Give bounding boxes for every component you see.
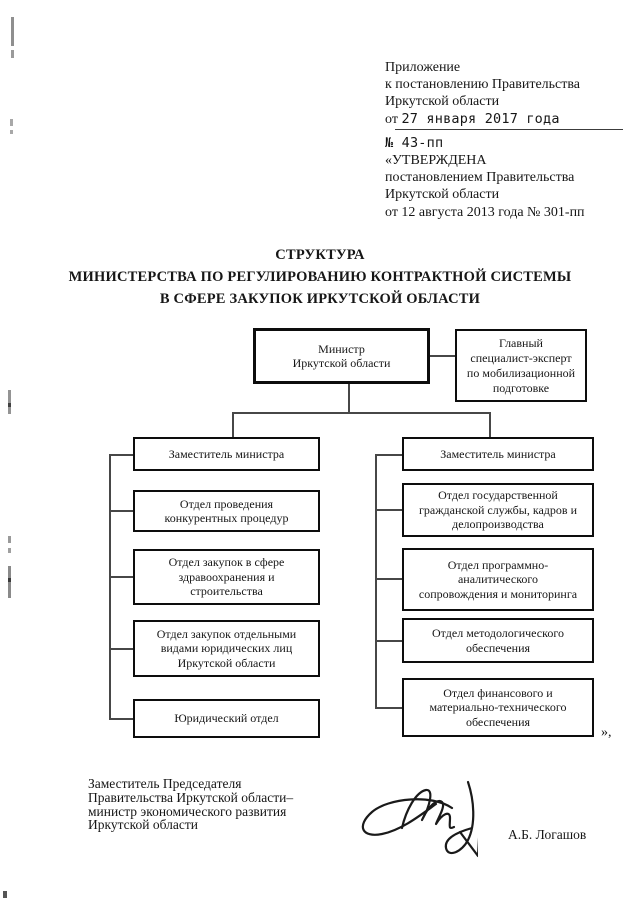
org-box-methodology: Отдел методологического обеспечения <box>402 618 594 663</box>
signatory-position: Заместитель Председателя Правительства И… <box>88 777 293 832</box>
connector-left-stub <box>109 510 133 512</box>
connector-right-stub <box>375 509 402 511</box>
signoff-line: министр экономического развития <box>88 803 287 819</box>
signoff-line: Правительства Иркутской области– <box>88 789 294 805</box>
org-box-civil-service-hr: Отдел государственной гражданской службы… <box>402 483 594 537</box>
connector-right-stub <box>375 578 402 580</box>
connector-left-stub <box>109 454 133 456</box>
header-line: к постановлению Правительства <box>385 77 581 93</box>
scan-artifact <box>10 130 13 134</box>
connector-left-trunk <box>109 454 111 719</box>
org-box-deputy-minister-right: Заместитель министра <box>402 437 594 471</box>
header-line: Иркутской области <box>385 94 500 110</box>
connector-right-stub <box>375 454 402 456</box>
org-box-legal-entities-procurement: Отдел закупок отдельными видами юридичес… <box>133 620 320 677</box>
org-box-minister: Министр Иркутской области <box>253 328 430 384</box>
title-line: МИНИСТЕРСТВА ПО РЕГУЛИРОВАНИЮ КОНТРАКТНО… <box>68 269 572 285</box>
connector-left-stub <box>109 718 133 720</box>
scan-artifact <box>8 566 11 598</box>
scan-artifact <box>10 119 13 126</box>
connector-minister-down <box>348 384 350 413</box>
document-title: СТРУКТУРА МИНИСТЕРСТВА ПО РЕГУЛИРОВАНИЮ … <box>30 244 610 310</box>
org-box-competitive-procedures: Отдел проведения конкурентных процедур <box>133 490 320 532</box>
header-line: «УТВЕРЖДЕНА <box>385 153 487 169</box>
header-line: Иркутской области <box>385 187 500 203</box>
org-box-chief-specialist: Главный специалист-эксперт по мобилизаци… <box>455 329 587 402</box>
typed-date-value: 27 января 2017 года <box>401 110 560 127</box>
scan-artifact <box>11 50 14 58</box>
scan-artifact <box>11 17 14 46</box>
scan-artifact <box>8 548 11 553</box>
closing-quote-mark: », <box>601 725 612 740</box>
header-date-line: от 27 января 2017 года <box>385 111 637 128</box>
signatory-name: А.Б. Логашов <box>508 827 587 842</box>
header-line: от 12 августа 2013 года № 301-пп <box>385 204 585 220</box>
signoff-line: Иркутской области <box>88 817 199 833</box>
org-box-program-analytics: Отдел программно- аналитического сопрово… <box>402 548 594 611</box>
connector-right-stub <box>375 707 402 709</box>
date-prefix: от <box>385 111 398 127</box>
scan-artifact <box>8 578 11 582</box>
typed-document-number: № 43-пп <box>385 134 444 151</box>
connector-drop-left <box>232 412 234 437</box>
connector-horizontal-span <box>232 412 490 414</box>
header-line: Приложение <box>385 60 461 75</box>
connector-left-stub <box>109 648 133 650</box>
title-line: СТРУКТУРА <box>275 247 365 263</box>
connector-drop-right <box>489 412 491 437</box>
connector-minister-specialist <box>430 355 455 357</box>
org-box-health-construction-procurement: Отдел закупок в сфере здравоохранения и … <box>133 549 320 605</box>
title-line: В СФЕРЕ ЗАКУПОК ИРКУТСКОЙ ОБЛАСТИ <box>159 291 481 307</box>
scan-artifact <box>8 390 11 414</box>
org-box-deputy-minister-left: Заместитель министра <box>133 437 320 471</box>
document-header: Приложение к постановлению Правительства… <box>385 59 637 221</box>
connector-right-stub <box>375 640 402 642</box>
connector-right-trunk <box>375 454 377 708</box>
signoff-line: Заместитель Председателя <box>88 776 242 791</box>
connector-left-stub <box>109 576 133 578</box>
scan-artifact <box>8 536 11 543</box>
scan-artifact <box>8 403 11 407</box>
scan-artifact <box>3 891 7 898</box>
date-underline <box>395 129 623 131</box>
org-box-finance-logistics: Отдел финансового и материально-техничес… <box>402 678 594 737</box>
signature-scribble <box>361 780 478 858</box>
org-box-legal-department: Юридический отдел <box>133 699 320 738</box>
header-line: постановлением Правительства <box>385 170 575 186</box>
